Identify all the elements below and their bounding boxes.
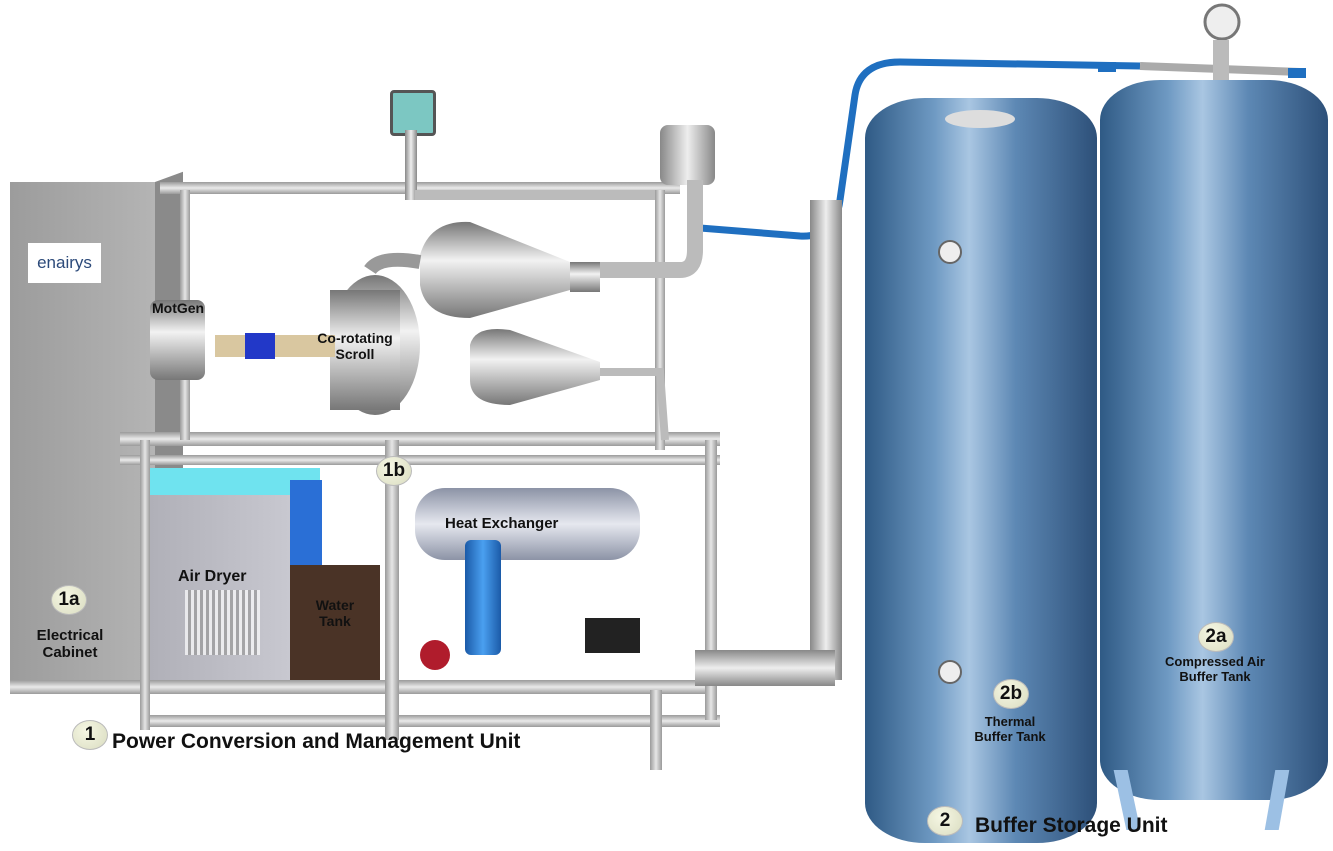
pump <box>420 640 450 670</box>
water-tank-label: Water Tank <box>305 597 365 629</box>
air-dryer-label: Air Dryer <box>178 568 247 585</box>
cabinet-label-line2: Cabinet <box>42 644 98 662</box>
compressed-label-line2: Buffer Tank <box>1179 668 1251 684</box>
unit2-label: Buffer Storage Unit <box>975 814 1168 837</box>
badge-2a: 2a <box>1198 622 1234 652</box>
frame-rail <box>120 432 720 446</box>
thermal-tank-label: Thermal Buffer Tank <box>950 714 1070 745</box>
logo-text: enairys <box>37 253 92 272</box>
thermal-buffer-tank <box>865 98 1097 843</box>
unit1-label: Power Conversion and Management Unit <box>112 730 521 753</box>
cabinet-label: Electrical Cabinet <box>25 627 115 662</box>
thermal-label-line2: Buffer Tank <box>974 728 1046 744</box>
cabinet-label-line1: Electrical <box>36 627 104 644</box>
heat-exchanger <box>415 488 640 560</box>
water-tank-label-line1: Water <box>315 597 355 613</box>
motgen-label: MotGen <box>152 300 205 316</box>
air-filter <box>660 125 715 185</box>
badge-1b: 1b <box>376 456 412 486</box>
compressed-air-buffer-tank <box>1100 80 1328 800</box>
valves <box>585 618 640 653</box>
compressed-tank-label: Compressed Air Buffer Tank <box>1155 654 1275 685</box>
compressed-label-line1: Compressed Air <box>1165 654 1265 669</box>
scroll-label-line2: Scroll <box>335 346 375 363</box>
water-tank <box>290 565 380 680</box>
badge-1a: 1a <box>51 585 87 615</box>
badge-2b: 2b <box>993 679 1029 709</box>
motgen <box>150 300 205 380</box>
heat-exchanger-label: Heat Exchanger <box>445 515 559 532</box>
scroll-label: Co-rotating Scroll <box>310 330 400 362</box>
enairys-logo: enairys <box>28 243 101 283</box>
badge-2: 2 <box>927 806 963 836</box>
scroll-label-line1: Co-rotating <box>317 330 393 346</box>
water-filter <box>465 540 501 655</box>
badge-1: 1 <box>72 720 108 750</box>
dryer-grille <box>185 590 260 655</box>
water-tank-label-line2: Tank <box>319 613 351 630</box>
thermal-pipe <box>810 200 842 680</box>
flow-meter-display <box>390 90 436 136</box>
coupling <box>245 333 275 359</box>
thermal-label-line1: Thermal <box>984 714 1036 729</box>
pressure-gauge-icon <box>1203 3 1241 41</box>
